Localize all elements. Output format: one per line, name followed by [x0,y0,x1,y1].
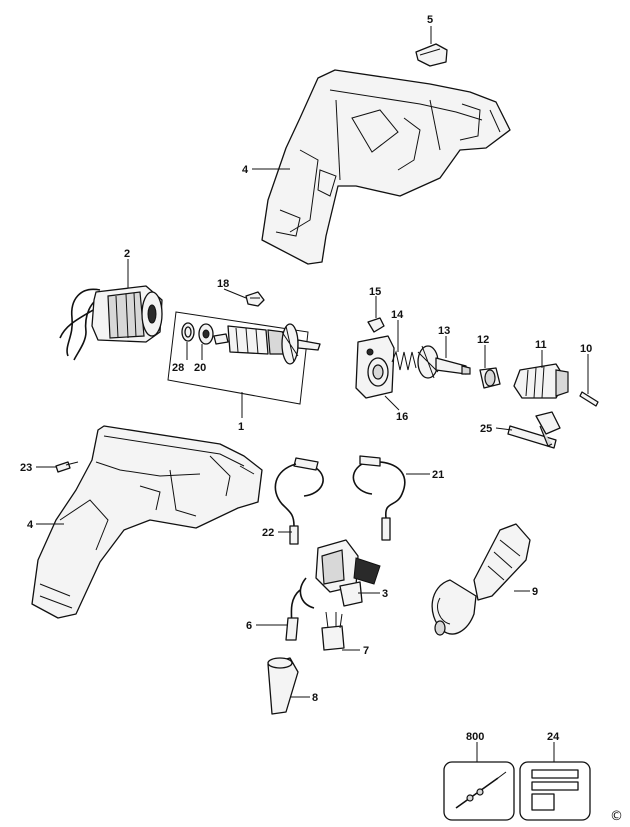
part-25-chuck-key[interactable] [507,411,561,449]
part-14-spring[interactable] [391,350,417,371]
part-800-kit-box[interactable] [443,761,515,821]
callout-20: 20 [194,362,206,374]
callout-800: 800 [466,731,484,743]
part-4-housing-upper[interactable] [261,69,511,265]
part-5-button-cap[interactable] [415,43,448,67]
part-15-clip[interactable] [367,317,385,333]
part-7-suppressor[interactable] [321,611,345,651]
part-16-gear-housing[interactable] [355,335,395,399]
callout-3: 3 [382,588,388,600]
callout-24: 24 [547,731,560,743]
part-23-screw[interactable] [55,461,79,473]
callout-22: 22 [262,527,274,539]
leader-lines [36,26,589,762]
callout-7: 7 [363,645,369,657]
part-11-chuck[interactable] [513,363,569,399]
part-1-armature-assembly[interactable] [167,311,321,405]
copyright-symbol: © [610,809,623,824]
callout-25: 25 [480,423,492,435]
callout-18: 18 [217,278,229,290]
callout-2: 2 [124,248,130,260]
part-22-brush-holder[interactable] [274,457,324,545]
callout-13: 13 [438,325,450,337]
callout-21: 21 [432,469,444,481]
callout-28: 28 [172,362,184,374]
callout-15: 15 [369,286,381,298]
part-24-manual-box[interactable] [519,761,591,821]
part-12-collar[interactable] [479,367,501,389]
callout-4-upper: 4 [242,164,249,176]
part-18-screw[interactable] [245,291,265,307]
callout-14: 14 [391,309,404,321]
callout-16: 16 [396,411,408,423]
callout-4-lower: 4 [27,519,34,531]
part-6-cable[interactable] [285,577,315,641]
part-8-cable-sleeve[interactable] [267,657,299,715]
part-21-brush-holder[interactable] [352,455,406,541]
callout-5: 5 [427,14,433,26]
callout-8: 8 [312,692,318,704]
part-4-housing-lower[interactable] [31,425,263,619]
callout-23: 23 [20,462,32,474]
callout-9: 9 [532,586,538,598]
part-2-field-stator[interactable] [59,285,163,361]
part-13-spindle-gear[interactable] [417,345,471,379]
callout-1: 1 [238,421,244,433]
callout-12: 12 [477,334,489,346]
part-3-switch[interactable] [315,539,381,607]
callout-10: 10 [580,343,592,355]
part-9-side-handle[interactable] [431,523,531,636]
callout-6: 6 [246,620,252,632]
part-10-chuck-screw[interactable] [579,391,599,407]
callout-11: 11 [535,339,547,351]
